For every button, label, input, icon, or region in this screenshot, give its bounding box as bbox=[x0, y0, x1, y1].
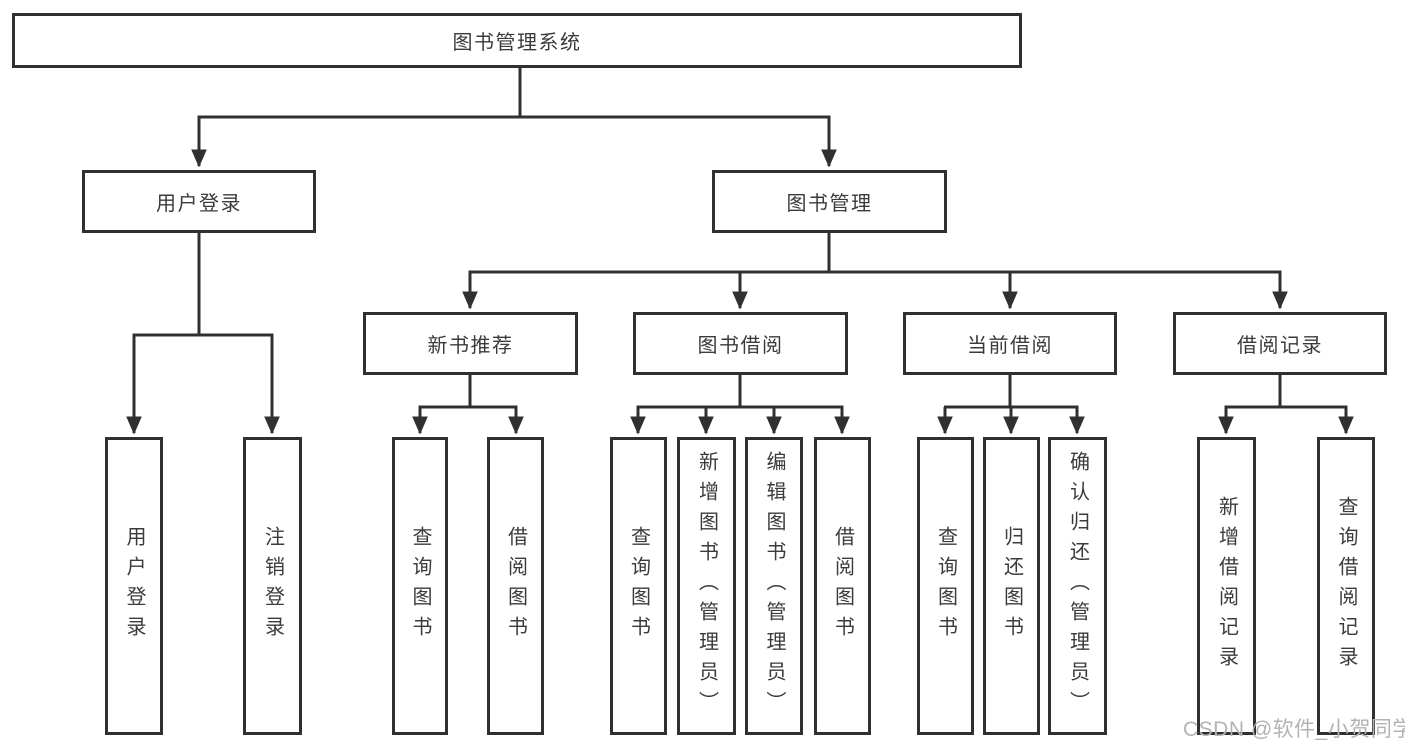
leaf-label: 新增借阅记录 bbox=[1215, 496, 1238, 676]
node-label: 用户登录 bbox=[156, 193, 242, 215]
leaf-label: 编辑图书（管理员） bbox=[763, 451, 785, 721]
leaf-label: 新增图书（管理员） bbox=[695, 451, 718, 721]
leaf-label: 归还图书 bbox=[1000, 526, 1023, 646]
node-user-login: 用户登录 bbox=[82, 170, 316, 233]
leaf-label: 用户登录 bbox=[123, 526, 145, 646]
leaf-return-books: 归还图书 bbox=[983, 437, 1040, 735]
leaf-confirm-return-admin: 确认归还（管理员） bbox=[1048, 437, 1107, 735]
node-current-borrow: 当前借阅 bbox=[903, 312, 1117, 375]
node-label: 新书推荐 bbox=[427, 335, 514, 357]
leaf-label: 查询借阅记录 bbox=[1335, 496, 1357, 676]
leaf-label: 借阅图书 bbox=[504, 526, 527, 646]
leaf-label: 注销登录 bbox=[261, 526, 284, 646]
leaf-label: 查询图书 bbox=[627, 526, 650, 646]
leaf-query-borrow-record: 查询借阅记录 bbox=[1317, 437, 1375, 735]
node-label: 图书管理系统 bbox=[452, 32, 582, 54]
leaf-label: 借阅图书 bbox=[831, 526, 854, 646]
node-new-book-recommend: 新书推荐 bbox=[363, 312, 578, 375]
leaf-label: 确认归还（管理员） bbox=[1066, 451, 1089, 721]
node-borrow-records: 借阅记录 bbox=[1173, 312, 1387, 375]
leaf-user-login: 用户登录 bbox=[105, 437, 163, 735]
leaf-query-books-borrow: 查询图书 bbox=[610, 437, 667, 735]
node-book-management: 图书管理 bbox=[712, 170, 947, 233]
leaf-borrow-books: 借阅图书 bbox=[814, 437, 871, 735]
leaf-logout: 注销登录 bbox=[243, 437, 302, 735]
leaf-edit-books-admin: 编辑图书（管理员） bbox=[745, 437, 803, 735]
node-label: 当前借阅 bbox=[967, 335, 1053, 357]
leaf-label: 查询图书 bbox=[409, 526, 431, 646]
node-label: 图书借阅 bbox=[697, 335, 784, 357]
leaf-add-books-admin: 新增图书（管理员） bbox=[677, 437, 736, 735]
leaf-query-books-newrec: 查询图书 bbox=[392, 437, 448, 735]
leaf-add-borrow-record: 新增借阅记录 bbox=[1197, 437, 1256, 735]
node-label: 图书管理 bbox=[786, 193, 873, 215]
node-book-borrow: 图书借阅 bbox=[633, 312, 848, 375]
leaf-query-books-current: 查询图书 bbox=[917, 437, 974, 735]
node-label: 借阅记录 bbox=[1237, 335, 1323, 357]
leaf-label: 查询图书 bbox=[934, 526, 957, 646]
leaf-borrow-books-newrec: 借阅图书 bbox=[487, 437, 544, 735]
node-library-management-system: 图书管理系统 bbox=[12, 13, 1022, 68]
